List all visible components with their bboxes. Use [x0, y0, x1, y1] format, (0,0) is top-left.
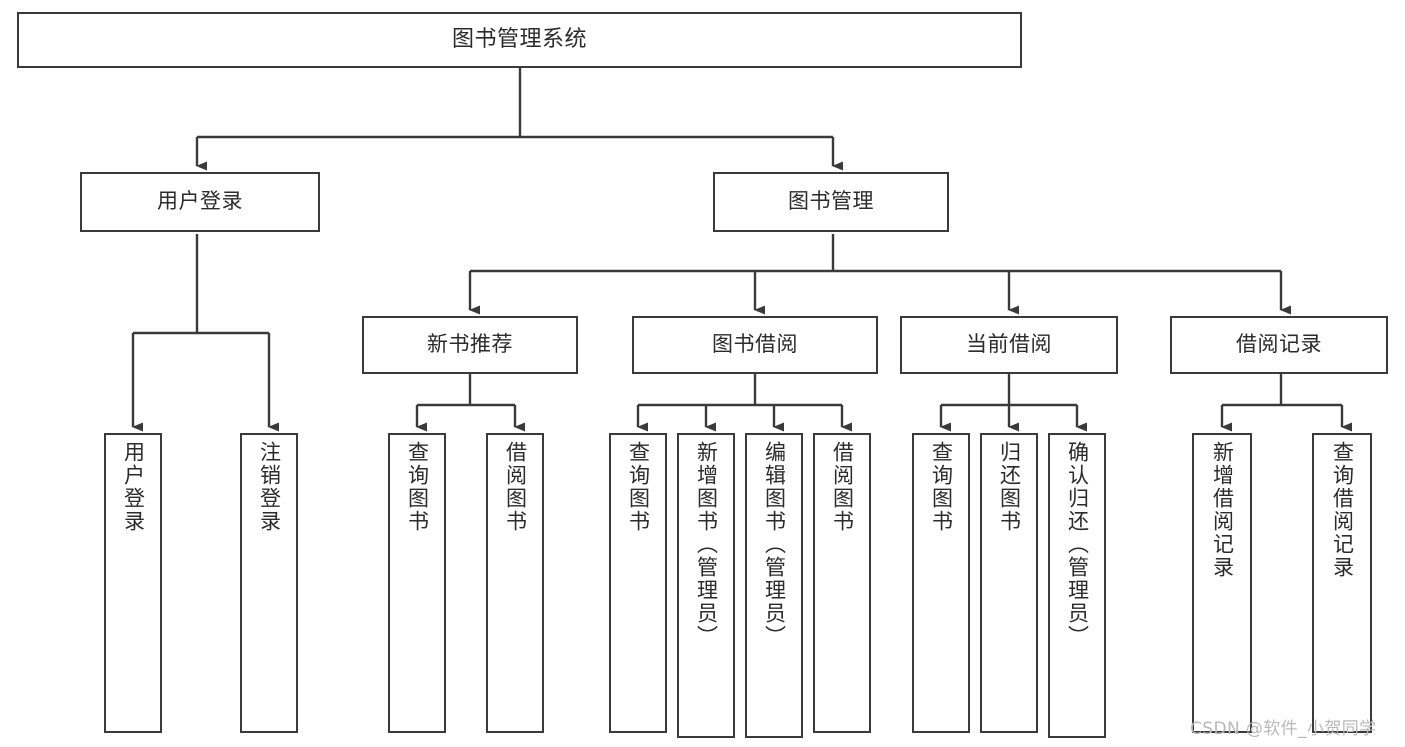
node-label: 归还图书 — [997, 441, 1022, 533]
node-root-book-management-system[interactable]: 图书管理系统 — [17, 12, 1022, 68]
node-label: 图书管理 — [788, 189, 874, 214]
leaf-logout[interactable]: 注销登录 — [240, 433, 298, 733]
node-label: 注销登录 — [257, 441, 282, 533]
leaf-add-borrow-record[interactable]: 新增借阅记录 — [1192, 433, 1252, 733]
node-label: 新书推荐 — [427, 332, 513, 357]
leaf-borrow-books[interactable]: 借阅图书 — [813, 433, 871, 733]
node-book-management[interactable]: 图书管理 — [713, 172, 949, 232]
node-label: 查询图书 — [405, 441, 430, 533]
leaf-borrow-books-recommend[interactable]: 借阅图书 — [486, 433, 544, 733]
node-label: 查询图书 — [929, 441, 954, 533]
node-borrowing-record[interactable]: 借阅记录 — [1170, 316, 1388, 374]
leaf-query-books-current[interactable]: 查询图书 — [912, 433, 970, 733]
node-label: 借阅图书 — [830, 441, 855, 533]
node-label: 编辑图书（管理员） — [762, 441, 787, 648]
node-book-borrowing[interactable]: 图书借阅 — [632, 316, 878, 374]
leaf-return-books[interactable]: 归还图书 — [980, 433, 1038, 733]
leaf-query-books-recommend[interactable]: 查询图书 — [388, 433, 446, 733]
node-new-book-recommendation[interactable]: 新书推荐 — [362, 316, 578, 374]
node-label: 查询图书 — [626, 441, 651, 533]
node-label: 借阅记录 — [1236, 332, 1322, 357]
node-label: 确认归还（管理员） — [1065, 441, 1090, 648]
leaf-add-book-admin[interactable]: 新增图书（管理员） — [677, 433, 735, 738]
leaf-user-login[interactable]: 用户登录 — [104, 433, 162, 733]
node-label: 当前借阅 — [966, 332, 1052, 357]
node-label: 借阅图书 — [503, 441, 528, 533]
node-user-login[interactable]: 用户登录 — [80, 172, 320, 232]
node-current-borrowing[interactable]: 当前借阅 — [900, 316, 1118, 374]
leaf-query-books-borrow[interactable]: 查询图书 — [609, 433, 667, 733]
node-label: 用户登录 — [121, 441, 146, 533]
leaf-query-borrow-record[interactable]: 查询借阅记录 — [1312, 433, 1372, 733]
leaf-confirm-return-admin[interactable]: 确认归还（管理员） — [1048, 433, 1106, 738]
node-label: 用户登录 — [157, 189, 243, 214]
watermark: CSDN @软件_小贺同学 — [1190, 719, 1377, 739]
node-label: 图书借阅 — [712, 332, 798, 357]
leaf-edit-book-admin[interactable]: 编辑图书（管理员） — [745, 433, 803, 738]
node-label: 图书管理系统 — [451, 26, 587, 52]
node-label: 查询借阅记录 — [1330, 441, 1355, 579]
node-label: 新增图书（管理员） — [694, 441, 719, 648]
node-label: 新增借阅记录 — [1210, 441, 1235, 579]
